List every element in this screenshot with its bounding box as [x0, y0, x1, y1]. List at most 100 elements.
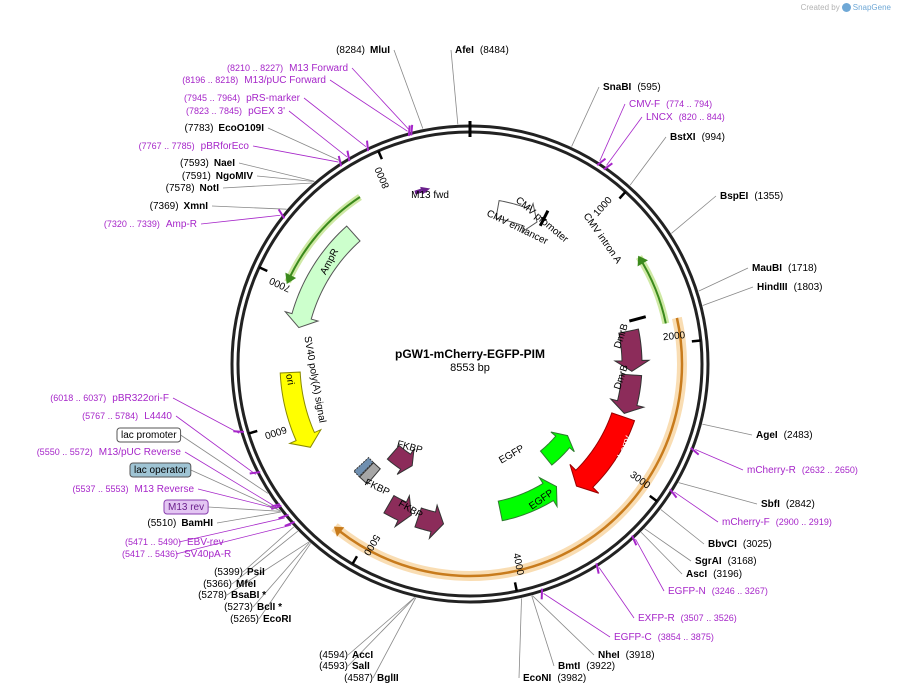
intron-track-glow	[636, 255, 670, 325]
primer-m13-puc-reverse[interactable]: M13/pUC Reverse(5550 .. 5572)	[37, 447, 182, 458]
ampr-arrow	[283, 225, 361, 329]
enzyme-site-sbfi[interactable]: SbfI(2842)	[761, 499, 815, 510]
enzyme-site-snabi[interactable]: SnaBI(595)	[603, 82, 661, 93]
primer-name: EBV-rev	[187, 537, 224, 548]
primer-amp-r[interactable]: Amp-R(7320 .. 7339)	[104, 219, 197, 230]
boxed-feature-lac-promoter[interactable]: lac promoter	[116, 427, 182, 443]
primer-range: (3246 .. 3267)	[712, 586, 768, 596]
enzyme-site-bcli[interactable]: (5273)BclI *	[224, 602, 282, 613]
primer-egfp-c[interactable]: EGFP-C(3854 .. 3875)	[614, 632, 714, 643]
primer-range: (3854 .. 3875)	[658, 632, 714, 642]
enzyme-site-sgrai[interactable]: SgrAI(3168)	[695, 556, 757, 567]
enzyme-name: NheI	[598, 650, 620, 661]
boxed-feature-leader	[180, 434, 269, 494]
enzyme-site-bglii[interactable]: (4587)BglII	[344, 673, 399, 684]
primer-range: (8210 .. 8227)	[227, 63, 283, 73]
primer-leader	[200, 214, 281, 225]
primer-pbr322ori-f[interactable]: pBR322ori-F(6018 .. 6037)	[50, 393, 169, 404]
enzyme-site-psii[interactable]: (5399)PsiI	[214, 567, 265, 578]
insert-track	[338, 317, 684, 578]
snapgene-credit: Created by SnapGene	[801, 3, 891, 12]
primer-leader	[252, 145, 339, 163]
boxed-feature-label: M13 rev	[168, 502, 204, 513]
enzyme-position: (3025)	[743, 539, 772, 550]
primer-m13-reverse[interactable]: M13 Reverse(5537 .. 5553)	[72, 484, 194, 495]
primer-prs-marker[interactable]: pRS-marker(7945 .. 7964)	[184, 93, 301, 104]
enzyme-position: (3168)	[728, 556, 757, 567]
enzyme-site-asci[interactable]: AscI(3196)	[686, 569, 742, 580]
enzyme-site-bmti[interactable]: BmtI(3922)	[558, 661, 615, 672]
boxed-feature-lac-operator[interactable]: lac operator	[129, 462, 192, 478]
enzyme-name: BsaBI *	[231, 590, 266, 601]
enzyme-site-bbvci[interactable]: BbvCI(3025)	[708, 539, 772, 550]
primer-name: mCherry-R	[747, 465, 796, 476]
enzyme-site-sali[interactable]: (4593)SalI	[319, 661, 370, 672]
primer-range: (2632 .. 2650)	[802, 465, 858, 475]
enzyme-name: BmtI	[558, 661, 580, 672]
primer-leader	[197, 488, 278, 510]
tick-4000	[513, 582, 519, 592]
primer-ebv-rev[interactable]: EBV-rev(5471 .. 5490)	[125, 537, 224, 548]
boxed-feature-m13-rev[interactable]: M13 rev	[163, 499, 209, 515]
enzyme-site-ngomiv[interactable]: NgoMIV(7591)	[182, 171, 253, 182]
primer-site-mark	[669, 488, 678, 499]
amp-track	[286, 196, 361, 283]
enzyme-position: (8284)	[336, 45, 365, 56]
primer-site-mark	[346, 150, 351, 162]
enzyme-leader	[518, 598, 522, 679]
enzyme-site-agei[interactable]: AgeI(2483)	[756, 430, 813, 441]
enzyme-name: AfeI	[455, 45, 474, 56]
feature-label-egfp: EGFP	[497, 443, 526, 466]
primer-site-mark	[337, 155, 343, 167]
primer-cmv-f[interactable]: CMV-F(774 .. 794)	[629, 99, 712, 110]
primer-name: SV40pA-R	[184, 549, 231, 560]
enzyme-site-naei[interactable]: NaeI(7593)	[180, 158, 235, 169]
enzyme-leader	[640, 532, 683, 575]
enzyme-position: (8484)	[480, 45, 509, 56]
primer-m13-puc-forward[interactable]: M13/pUC Forward(8196 .. 8218)	[182, 75, 326, 86]
egfp-arrow-1	[539, 431, 575, 466]
enzyme-leader	[671, 195, 717, 234]
enzyme-site-econi[interactable]: EcoNI(3982)	[523, 673, 586, 684]
enzyme-site-nhei[interactable]: NheI(3918)	[598, 650, 655, 661]
enzyme-site-afei[interactable]: AfeI (8484)	[455, 45, 509, 56]
enzyme-site-bstxi[interactable]: BstXI(994)	[670, 132, 725, 143]
enzyme-site-bamhi[interactable]: BamHI(5510)	[147, 518, 213, 529]
ori-arrow	[279, 371, 323, 448]
primer-egfp-n[interactable]: EGFP-N(3246 .. 3267)	[668, 586, 768, 597]
amp-track-arrowhead	[285, 272, 297, 284]
primer-mcherry-f[interactable]: mCherry-F(2900 .. 2919)	[722, 517, 832, 528]
enzyme-site-bsabi[interactable]: (5278)BsaBI *	[198, 590, 266, 601]
boxed-feature-label: lac operator	[134, 465, 187, 476]
enzyme-leader	[702, 286, 754, 306]
fkbp-arrow-1	[383, 493, 412, 529]
enzyme-site-bspei[interactable]: BspEI(1355)	[720, 191, 783, 202]
primer-range: (2900 .. 2919)	[776, 517, 832, 527]
primer-pgex-3[interactable]: pGEX 3'(7823 .. 7845)	[186, 106, 285, 117]
primer-mcherry-r[interactable]: mCherry-R (2632 .. 2650)	[747, 465, 858, 476]
tick-6000	[248, 429, 258, 435]
primer-l4440[interactable]: L4440(5767 .. 5784)	[82, 411, 172, 422]
enzyme-leader	[267, 127, 342, 162]
enzyme-position: (7593)	[180, 158, 209, 169]
tick-5000	[351, 555, 359, 565]
enzyme-site-hindiii[interactable]: HindIII(1803)	[757, 282, 822, 293]
primer-pbrforeco[interactable]: pBRforEco(7767 .. 7785)	[139, 141, 250, 152]
enzyme-site-ecori[interactable]: (5265)EcoRI	[230, 614, 291, 625]
enzyme-site-mfei[interactable]: (5366)MfeI	[203, 579, 256, 590]
enzyme-site-xmni[interactable]: XmnI(7369)	[150, 201, 209, 212]
enzyme-site-maubi[interactable]: MauBI(1718)	[752, 263, 817, 274]
primer-m13-forward[interactable]: M13 Forward(8210 .. 8227)	[227, 63, 348, 74]
enzyme-site-ecoo109i[interactable]: EcoO109I(7783)	[185, 123, 265, 134]
primer-exfp-r[interactable]: EXFP-R(3507 .. 3526)	[638, 613, 737, 624]
primer-sv40pa-r[interactable]: SV40pA-R(5417 .. 5436)	[122, 549, 231, 560]
feature-tracks	[284, 194, 687, 581]
enzyme-position: (7578)	[166, 183, 195, 194]
enzyme-site-noti[interactable]: NotI(7578)	[166, 183, 220, 194]
intron-end-mark	[628, 315, 647, 323]
primer-lncx[interactable]: LNCX(820 .. 844)	[646, 112, 725, 123]
enzyme-site-mlui[interactable]: MluI(8284)	[336, 45, 390, 56]
primer-leader	[598, 567, 635, 619]
enzyme-site-acci[interactable]: (4594)AccI	[319, 650, 373, 661]
